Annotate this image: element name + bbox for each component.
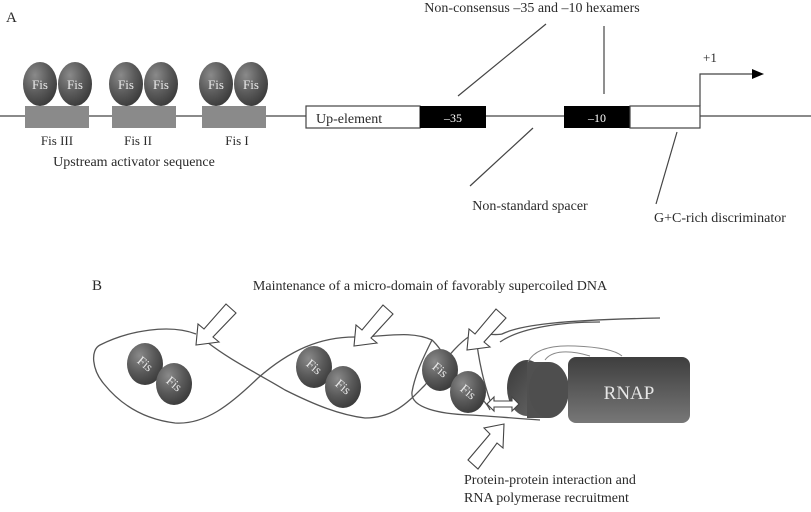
spacer-pointer xyxy=(469,127,534,187)
fis-site-ii: Fis Fis Fis II xyxy=(109,62,178,148)
fis-protein xyxy=(199,62,233,106)
interaction-label-line2: RNA polymerase recruitment xyxy=(464,491,629,506)
fis-protein-label: Fis xyxy=(243,77,259,92)
spacer-label: Non-standard spacer xyxy=(472,199,588,214)
supercoiled-dna-strand xyxy=(499,321,601,343)
rnap-label: RNAP xyxy=(604,383,655,404)
fis-protein xyxy=(156,363,192,405)
hexamers-pointer-35 xyxy=(457,23,547,97)
fis-protein xyxy=(109,62,143,106)
fis-binding-box xyxy=(112,106,176,128)
hexamers-label: Non-consensus –35 and –10 hexamers xyxy=(424,1,639,16)
minus35-label: –35 xyxy=(443,111,462,125)
rnap-alpha-subunit xyxy=(529,362,569,418)
minus35-box xyxy=(420,106,486,128)
rnap-body xyxy=(568,357,690,423)
supercoil-label: Maintenance of a micro-domain of favorab… xyxy=(253,279,608,294)
minus10-label: –10 xyxy=(587,111,606,125)
plus1-label: +1 xyxy=(703,50,717,65)
fis-protein xyxy=(234,62,268,106)
panel-a: A Fis Fis Fis III Fis Fis Fis II Fis xyxy=(0,1,811,226)
fis-binding-box xyxy=(202,106,266,128)
discriminator-box xyxy=(629,105,701,129)
fis-dimer: Fis Fis xyxy=(127,343,192,405)
panel-b: B Maintenance of a micro-domain of favor… xyxy=(92,278,690,506)
interaction-label-line1: Protein-protein interaction and xyxy=(464,473,636,488)
fis-protein-label: Fis xyxy=(118,77,134,92)
fis-site-iii: Fis Fis Fis III xyxy=(23,62,92,148)
uas-label: Upstream activator sequence xyxy=(53,155,215,170)
rnap-linker xyxy=(544,351,591,361)
rnap-complex: RNAP xyxy=(507,345,690,423)
supercoiled-dna-strand xyxy=(206,317,661,419)
discriminator-pointer xyxy=(655,131,678,205)
fis-protein-label: Fis xyxy=(153,77,169,92)
fis-protein-label: Fis xyxy=(32,77,48,92)
fis-protein xyxy=(296,346,332,388)
minus10-box xyxy=(564,106,630,128)
fis-protein xyxy=(325,366,361,408)
rnap-linker xyxy=(527,345,623,363)
supercoil-pointer-arrow-icon xyxy=(353,304,394,347)
supercoil-pointer-arrow-icon xyxy=(195,303,237,346)
fis-protein xyxy=(58,62,92,106)
panel-b-label: B xyxy=(92,278,102,294)
fis-dimer: Fis Fis xyxy=(296,346,361,408)
supercoiled-dna-strand xyxy=(411,339,541,421)
recruitment-pointer-arrow-icon xyxy=(467,423,505,470)
panel-a-label: A xyxy=(6,10,17,26)
fis-protein xyxy=(23,62,57,106)
transcription-start-arrow-icon xyxy=(699,69,764,106)
supercoil-pointer-arrow-icon xyxy=(466,308,507,351)
fis-protein xyxy=(144,62,178,106)
fis-site-label: Fis III xyxy=(41,133,73,148)
fis-protein-label: Fis xyxy=(208,77,224,92)
fis-site-label: Fis II xyxy=(124,133,152,148)
fis-site-label: Fis I xyxy=(225,133,248,148)
fis-binding-box xyxy=(25,106,89,128)
fis-dimer: Fis Fis xyxy=(422,349,486,413)
discriminator-label: G+C-rich discriminator xyxy=(654,211,786,226)
up-element-label: Up-element xyxy=(316,112,382,127)
fis-protein xyxy=(127,343,163,385)
interaction-double-arrow-icon xyxy=(486,395,520,413)
fis-site-i: Fis Fis Fis I xyxy=(199,62,268,148)
fis-protein xyxy=(450,371,486,413)
fis-protein-label: Fis xyxy=(67,77,83,92)
fis-protein xyxy=(422,349,458,391)
